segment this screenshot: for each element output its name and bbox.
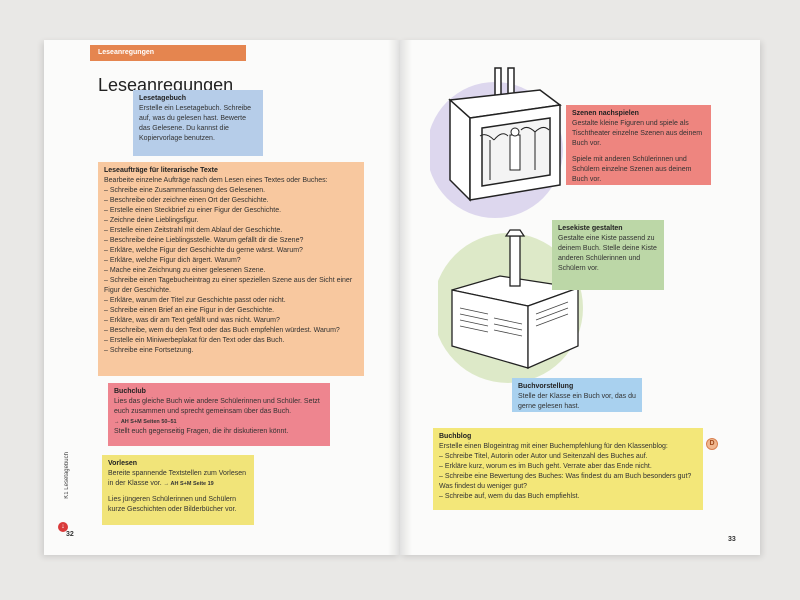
text-line [493,329,523,337]
text-line [493,317,523,325]
lesekiste-text: Gestalte eine Kiste passend zu deinem Bu… [558,235,657,272]
section-header-bar: Leseanregungen [90,45,246,61]
buchvorstellung-title: Buchvorstellung [518,383,574,390]
buchblog-box: Buchblog Erstelle einen Blogeintrag mit … [433,428,703,510]
list-item: – Erkläre, warum der Titel zur Geschicht… [104,297,286,304]
list-item: – Schreibe eine Bewertung des Buches: Wa… [439,473,692,490]
list-item: – Schreibe einen Brief an eine Figur in … [104,307,275,314]
stick-left [494,67,502,99]
text-line [535,313,569,327]
arrow-down-icon: ↓ [58,522,68,532]
page-number-left: 32 [66,531,74,538]
text-line [459,307,489,315]
lesetagebuch-title: Lesetagebuch [139,95,187,102]
list-item: – Schreibe Titel, Autorin oder Autor und… [439,453,648,460]
page-number-right: 33 [728,536,736,543]
lesetagebuch-text: Erstelle ein Lesetagebuch. Schreibe auf,… [139,105,252,142]
side-label: K1 Lesetagebuch ↓ [56,452,76,532]
szenen-title: Szenen nachspielen [572,110,639,117]
text-line [459,319,489,327]
list-item: – Beschreibe, wem du den Text oder das B… [104,327,340,334]
list-item: – Erstelle einen Steckbrief zu einer Fig… [104,207,282,214]
list-item: – Erstelle ein Miniwerbeplakat für den T… [104,337,285,344]
giraffe-head [504,229,526,237]
list-item: – Schreibe auf, wem du das Buch empfiehl… [439,493,580,500]
side-label-text: K1 Lesetagebuch [64,452,70,499]
list-item: – Beschreibe oder zeichne einen Ort der … [104,197,269,204]
vorlesen-text2: Lies jüngeren Schülerinnen und Schülern … [108,496,237,513]
lesekiste-box: Lesekiste gestalten Gestalte eine Kiste … [552,220,664,290]
reading-box-illustration [438,229,583,383]
buchblog-title: Buchblog [439,433,472,440]
book-gutter [388,40,412,555]
list-item: – Schreibe einen Tagebucheintrag zu eine… [104,277,353,294]
list-item: – Erstelle einen Zeitstrahl mit dem Abla… [104,227,283,234]
szenen-text: Gestalte kleine Figuren und spiele als T… [572,120,703,147]
lesekiste-title: Lesekiste gestalten [558,225,623,232]
szenen-box: Szenen nachspielen Gestalte kleine Figur… [566,105,711,185]
lesetagebuch-box: Lesetagebuch Erstelle ein Lesetagebuch. … [133,90,263,156]
szenen-text2: Spiele mit anderen Schülerinnen und Schü… [572,156,692,183]
giraffe-head [510,127,520,137]
text-line [493,323,523,331]
text-line [459,313,489,321]
buchvorstellung-box: Buchvorstellung Stelle der Klasse ein Bu… [512,378,642,412]
buchclub-title: Buchclub [114,388,146,395]
buchclub-box: Buchclub Lies das gleiche Buch wie ander… [108,383,330,446]
vorlesen-box: Vorlesen Bereite spannende Textstellen z… [102,455,254,525]
giraffe-figure [509,134,521,171]
list-item: – Erkläre, welche Figur dich ärgert. War… [104,257,241,264]
giraffe-neck [509,235,521,287]
theater-box-illustration [430,67,563,218]
text-line [459,325,489,333]
leseauftraege-title: Leseaufträge für literarische Texte [104,167,218,174]
list-item: – Beschreibe deine Lieblingsstelle. Waru… [104,237,304,244]
vorlesen-text: Bereite spannende Textstellen zum Vorles… [108,469,248,489]
leseauftraege-intro: Bearbeite einzelne Aufträge nach dem Les… [104,177,328,184]
text-line [535,307,569,321]
buchclub-ref: → AH S+M Seiten 50–51 [114,419,177,425]
leseauftraege-box: Leseaufträge für literarische Texte Bear… [98,162,364,376]
vorlesen-ref: → AH S+M Seite 19 [163,481,214,487]
list-item: – Erkläre, was dir am Text gefällt und w… [104,317,280,324]
vorlesen-title: Vorlesen [108,460,138,467]
list-item: – Erkläre, welche Figur der Geschichte d… [104,247,303,254]
level-badge: D [706,438,718,450]
list-item: – Mache eine Zeichnung zu einer gelesene… [104,267,266,274]
list-item: – Schreibe eine Fortsetzung. [104,347,194,354]
buchvorstellung-text: Stelle der Klasse ein Buch vor, das du g… [518,393,636,410]
vorlesen-text-main: Bereite spannende Textstellen zum Vorles… [108,470,247,487]
text-line [535,301,569,315]
buchclub-text2: Stellt euch gegenseitig Fragen, die ihr … [114,428,289,435]
list-item: – Schreibe eine Zusammenfassung des Gele… [104,187,266,194]
buchclub-text: Lies das gleiche Buch wie andere Schüler… [114,398,320,415]
buchblog-intro: Erstelle einen Blogeintrag mit einer Buc… [439,443,668,450]
palm-tree-left [479,133,509,180]
list-item: – Zeichne deine Lieblingsfigur. [104,217,199,224]
palm-tree-right [520,126,550,170]
box-side [527,287,579,369]
list-item: – Erkläre kurz, worum es im Buch geht. V… [439,463,652,470]
